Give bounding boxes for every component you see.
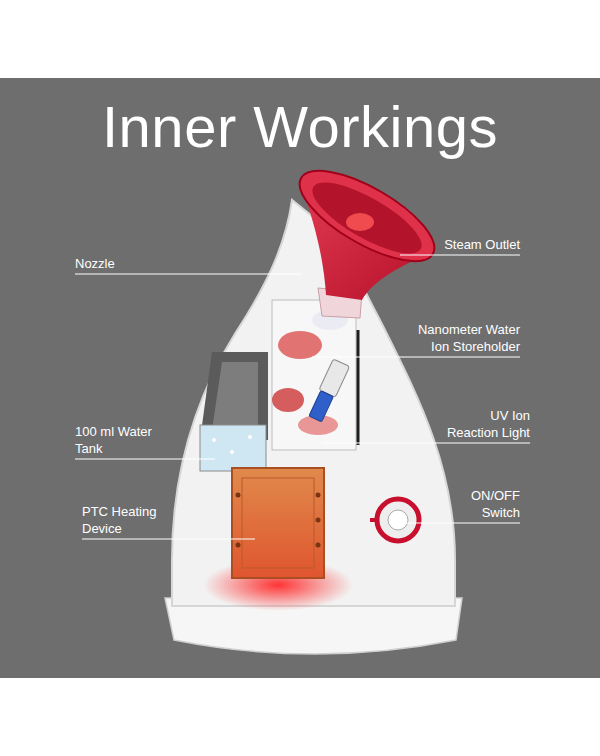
heater-hole — [316, 518, 321, 523]
leader-line — [82, 539, 255, 540]
cavity-wall — [212, 362, 258, 430]
steam-cloud — [272, 388, 304, 412]
leader-line — [402, 523, 520, 524]
part-label: UV Ion Reaction Light — [438, 407, 530, 441]
heater-hole — [316, 543, 321, 548]
light-spot — [346, 213, 374, 231]
part-label: Steam Outlet — [390, 236, 520, 253]
heater-panel — [242, 478, 314, 568]
background-band — [0, 78, 600, 678]
bubble — [248, 435, 252, 439]
heater-hole — [316, 493, 321, 498]
leader-line — [312, 357, 520, 358]
title: Inner Workings — [0, 92, 600, 162]
leader-line — [75, 459, 215, 460]
part-label: Nozzle — [75, 255, 195, 272]
ion-storeholder — [307, 359, 350, 423]
water-tank — [200, 425, 266, 471]
part-label: 100 ml Water Tank — [75, 423, 157, 457]
heater-hole — [236, 493, 241, 498]
part-label: ON/OFF Switch — [458, 487, 520, 521]
funnel-inside — [303, 170, 430, 267]
uv-light — [309, 391, 334, 422]
heater-hole — [236, 543, 241, 548]
leader-lines — [75, 255, 530, 539]
switch-button — [388, 510, 408, 530]
steam-chamber — [272, 300, 356, 450]
part-label: Nanometer Water Ion Storeholder — [402, 321, 520, 355]
leader-line — [400, 255, 520, 256]
rod — [357, 330, 360, 445]
bubble — [212, 438, 216, 442]
leader-line — [322, 443, 530, 444]
on-off-switch — [377, 499, 419, 541]
steam-cloud — [278, 331, 322, 359]
bubble — [230, 450, 234, 454]
leader-line — [75, 274, 302, 275]
ptc-heater — [232, 468, 324, 578]
part-label: PTC Heating Device — [82, 503, 174, 537]
funnel-rim — [287, 154, 447, 278]
